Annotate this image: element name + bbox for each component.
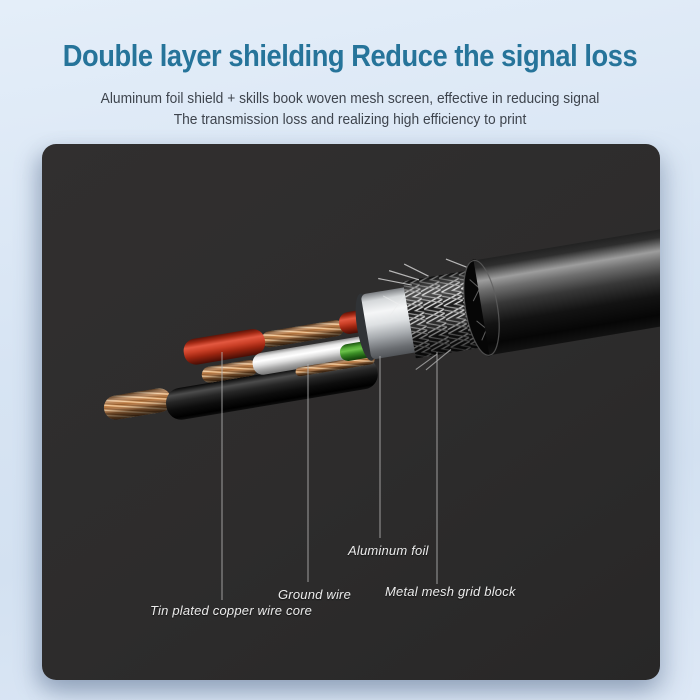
cable-assembly: [103, 211, 660, 420]
leader-lines: [221, 352, 438, 600]
ground-wire-strand: [295, 355, 375, 377]
outer-jacket: [463, 211, 660, 357]
red-wire: [183, 310, 370, 365]
label-aluminum-foil: Aluminum foil: [348, 543, 429, 558]
subtitle-line-2: The transmission loss and realizing high…: [173, 111, 527, 128]
header: Double layer shielding Reduce the signal…: [0, 0, 700, 130]
black-wire: [103, 357, 378, 420]
subtitle: Aluminum foil shield + skills book woven…: [28, 88, 672, 130]
aluminum-foil: [355, 286, 423, 361]
label-metal-mesh-grid-block: Metal mesh grid block: [385, 584, 516, 599]
label-tin-plated-copper-wire-core: Tin plated copper wire core: [150, 603, 313, 618]
label-ground-wire: Ground wire: [278, 587, 352, 602]
cable-cutaway-illustration: [103, 211, 660, 600]
subtitle-line-1: Aluminum foil shield + skills book woven…: [100, 90, 600, 107]
cable-photo-panel: Tin plated copper wire core Ground wire …: [42, 144, 660, 680]
page-title: Double layer shielding Reduce the signal…: [62, 38, 638, 73]
